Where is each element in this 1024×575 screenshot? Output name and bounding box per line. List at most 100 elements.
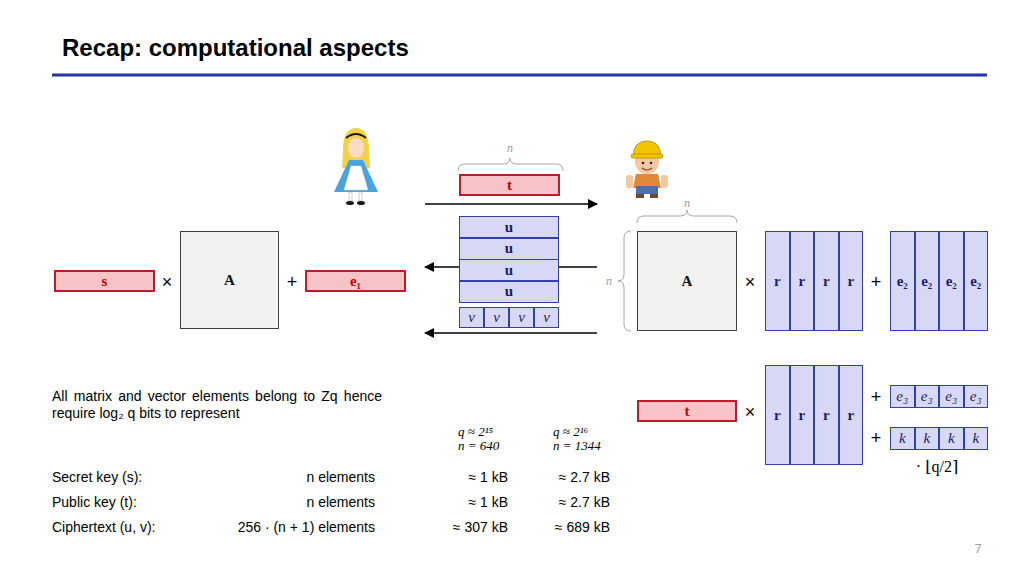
symbol-text: k <box>923 431 930 446</box>
symbol-text: e₂ <box>897 274 908 289</box>
table-header: n = 640 <box>458 439 499 454</box>
dimension-brace <box>458 158 563 171</box>
title-rule <box>52 74 987 77</box>
red-vector-box: e₁ <box>305 270 406 292</box>
blue-scalar-box: v <box>459 307 484 328</box>
blue-scalar-box: e₃ <box>915 385 940 408</box>
symbol-text: v <box>493 310 500 325</box>
operator-symbol: × <box>745 272 756 293</box>
blue-scalar-box: k <box>964 427 989 450</box>
symbol-text: u <box>505 284 513 299</box>
symbol-text: s <box>102 274 108 289</box>
note-text: All matrix and vector elements belong to… <box>52 388 382 422</box>
blue-vector-box: e₂ <box>939 231 964 331</box>
operator-symbol: + <box>871 272 882 293</box>
table-cell: ≈ 1 kB <box>468 469 508 485</box>
blue-scalar-box: v <box>484 307 509 328</box>
operator-symbol: + <box>871 387 882 408</box>
table-header: q ≈ 2¹⁵ <box>458 425 493 440</box>
message-arrow <box>425 203 597 205</box>
symbol-text: r <box>847 408 854 423</box>
blue-scalar-box: e₃ <box>890 385 915 408</box>
table-cell: ≈ 307 kB <box>453 519 508 535</box>
symbol-text: e₁ <box>350 274 361 289</box>
bob-eye <box>642 162 645 165</box>
symbol-text: e₃ <box>970 389 982 404</box>
table-cell: Public key (t): <box>52 494 137 510</box>
symbol-text: k <box>972 431 979 446</box>
symbol-text: A <box>224 273 235 288</box>
red-vector-box: t <box>637 400 737 422</box>
slide-title: Recap: computational aspects <box>62 34 409 62</box>
dimension-label: n <box>684 197 690 211</box>
bob-arm <box>626 175 633 188</box>
matrix-box: A <box>637 231 737 331</box>
dimension-brace <box>637 210 737 223</box>
alice-leg <box>359 192 362 201</box>
blue-scalar-box: e₃ <box>939 385 964 408</box>
blue-scalar-box: k <box>915 427 940 450</box>
message-arrow <box>425 332 597 334</box>
operator-symbol: × <box>745 402 756 423</box>
blue-vector-box: r <box>765 231 790 331</box>
alice-shoe <box>357 201 365 205</box>
bob-boot <box>650 194 658 198</box>
bob-shirt <box>633 174 661 188</box>
blue-vector-box: e₂ <box>964 231 989 331</box>
alice-shoe <box>346 201 354 205</box>
symbol-text: r <box>774 408 781 423</box>
scale-factor: · ⌊q/2⌉ <box>916 458 958 476</box>
table-cell: ≈ 2.7 kB <box>559 469 610 485</box>
blue-vector-box: e₂ <box>915 231 940 331</box>
symbol-text: e₃ <box>896 389 908 404</box>
symbol-text: r <box>823 274 830 289</box>
table-cell: ≈ 1 kB <box>468 494 508 510</box>
alice-dress <box>334 160 378 192</box>
symbol-text: v <box>543 310 550 325</box>
symbol-text: r <box>798 274 805 289</box>
operator-symbol: + <box>287 272 298 293</box>
table-header: q ≈ 2¹⁶ <box>553 425 588 440</box>
alice-figure <box>334 128 378 205</box>
bob-boot <box>636 194 644 198</box>
blue-vector-box: r <box>814 231 839 331</box>
symbol-text: e₂ <box>970 274 981 289</box>
blue-vector-box: r <box>839 231 864 331</box>
bob-helmet-brim <box>631 154 663 158</box>
dimension-label: n <box>606 275 612 289</box>
symbol-text: e₂ <box>946 274 957 289</box>
alice-leg <box>349 192 352 201</box>
dimension-brace <box>618 231 631 331</box>
symbol-text: t <box>507 178 512 193</box>
blue-vector-box: r <box>790 231 815 331</box>
table-header: n = 1344 <box>553 439 601 454</box>
alice-apron <box>344 166 368 190</box>
bob-figure <box>626 141 668 198</box>
symbol-text: e₃ <box>921 389 933 404</box>
bob-arm <box>661 175 668 188</box>
blue-scalar-box: v <box>509 307 534 328</box>
table-cell: n elements <box>307 469 375 485</box>
red-vector-box: t <box>459 174 560 196</box>
table-cell: n elements <box>307 494 375 510</box>
page-number: 7 <box>974 542 981 557</box>
symbol-text: u <box>505 263 513 278</box>
table-cell: Secret key (s): <box>52 469 142 485</box>
table-cell: ≈ 2.7 kB <box>559 494 610 510</box>
blue-vector-box: u <box>459 259 559 281</box>
matrix-box: A <box>180 231 279 329</box>
bob-trousers <box>636 186 658 194</box>
symbol-text: r <box>774 274 781 289</box>
symbol-text: r <box>798 408 805 423</box>
blue-vector-box: r <box>790 365 815 465</box>
blue-scalar-box: v <box>534 307 559 328</box>
table-cell: Ciphertext (u, v): <box>52 519 155 535</box>
operator-symbol: × <box>162 272 173 293</box>
symbol-text: t <box>685 404 690 419</box>
blue-vector-box: u <box>459 238 559 260</box>
symbol-text: r <box>847 274 854 289</box>
blue-vector-box: u <box>459 216 559 238</box>
operator-symbol: + <box>871 428 882 449</box>
blue-scalar-box: k <box>890 427 915 450</box>
